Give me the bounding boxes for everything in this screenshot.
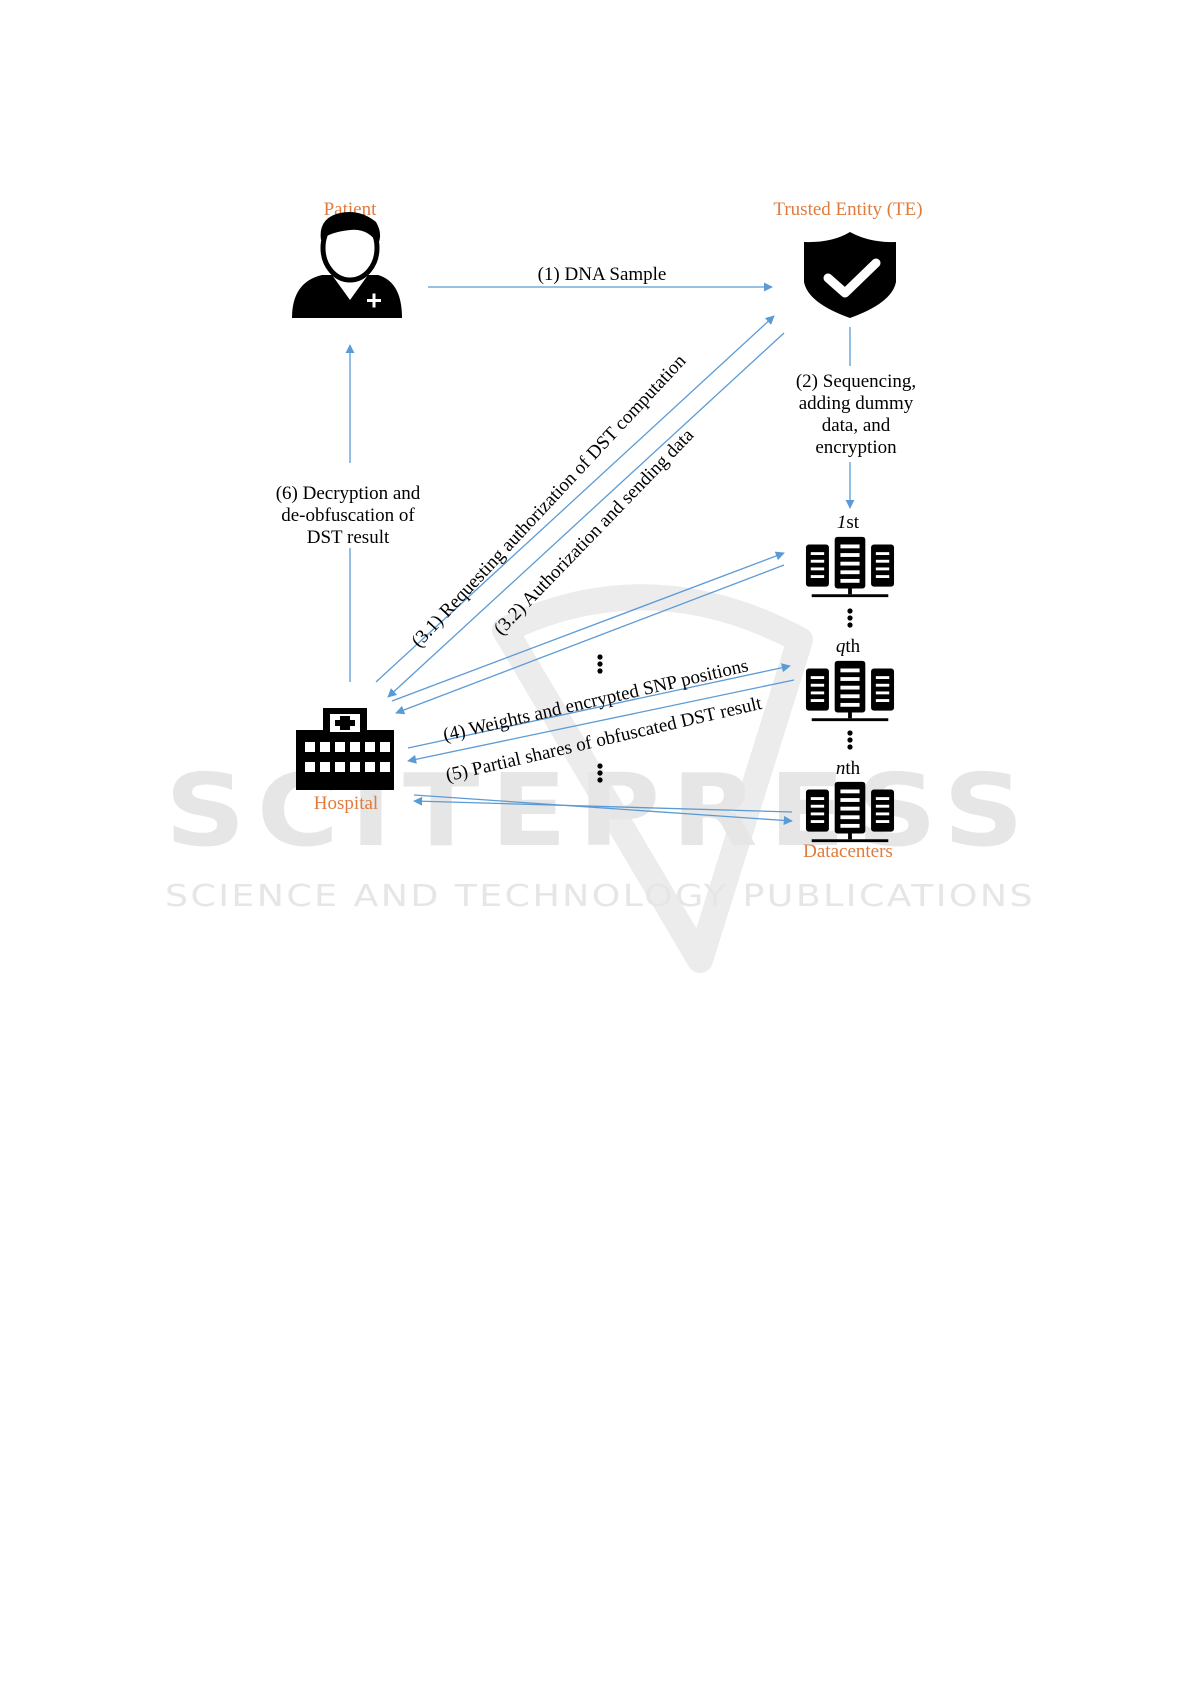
step6-label: (6) Decryption and de-obfuscation of DST… <box>276 483 421 548</box>
ellipsis-dots <box>597 608 853 783</box>
datacenter-nth-label: nth <box>836 758 861 779</box>
watermark-subtitle: SCIENCE AND TECHNOLOGY PUBLICATIONS <box>165 879 1035 914</box>
datacenter-1st-label: 1st <box>837 512 860 533</box>
patient-icon <box>292 212 402 318</box>
arrow-hospital-to-1st <box>391 551 785 702</box>
svg-text:de-obfuscation of: de-obfuscation of <box>281 505 415 526</box>
trusted-entity-label: Trusted Entity (TE) <box>773 199 922 220</box>
step1-label: (1) DNA Sample <box>538 264 667 285</box>
watermark-title: SCITEPRESS <box>165 752 1035 869</box>
svg-text:(6) Decryption and: (6) Decryption and <box>276 483 421 504</box>
hospital-label: Hospital <box>314 793 378 814</box>
datacenter-qth-label: qth <box>836 636 861 657</box>
svg-text:DST result: DST result <box>307 527 390 548</box>
arrow-authorization-data <box>387 332 785 698</box>
arrow-request-authorization <box>375 315 775 683</box>
step2-label: (2) Sequencing, adding dummy data, and e… <box>796 371 916 458</box>
arrow-weights-snp <box>407 663 791 749</box>
arrow-hospital-to-nth <box>413 794 793 825</box>
svg-text:adding dummy: adding dummy <box>799 393 914 414</box>
hospital-icon <box>296 708 394 790</box>
svg-text:encryption: encryption <box>815 437 897 458</box>
arrow-partial-shares <box>407 679 795 764</box>
shield-check-icon <box>804 232 896 318</box>
datacenters-label: Datacenters <box>803 841 893 862</box>
svg-text:(2) Sequencing,: (2) Sequencing, <box>796 371 916 392</box>
arrow-1st-to-hospital <box>395 564 785 715</box>
server-rack-icon <box>805 536 895 598</box>
server-rack-icon <box>805 660 895 722</box>
svg-text:data, and: data, and <box>822 415 891 436</box>
arrow-nth-to-hospital <box>413 796 793 813</box>
